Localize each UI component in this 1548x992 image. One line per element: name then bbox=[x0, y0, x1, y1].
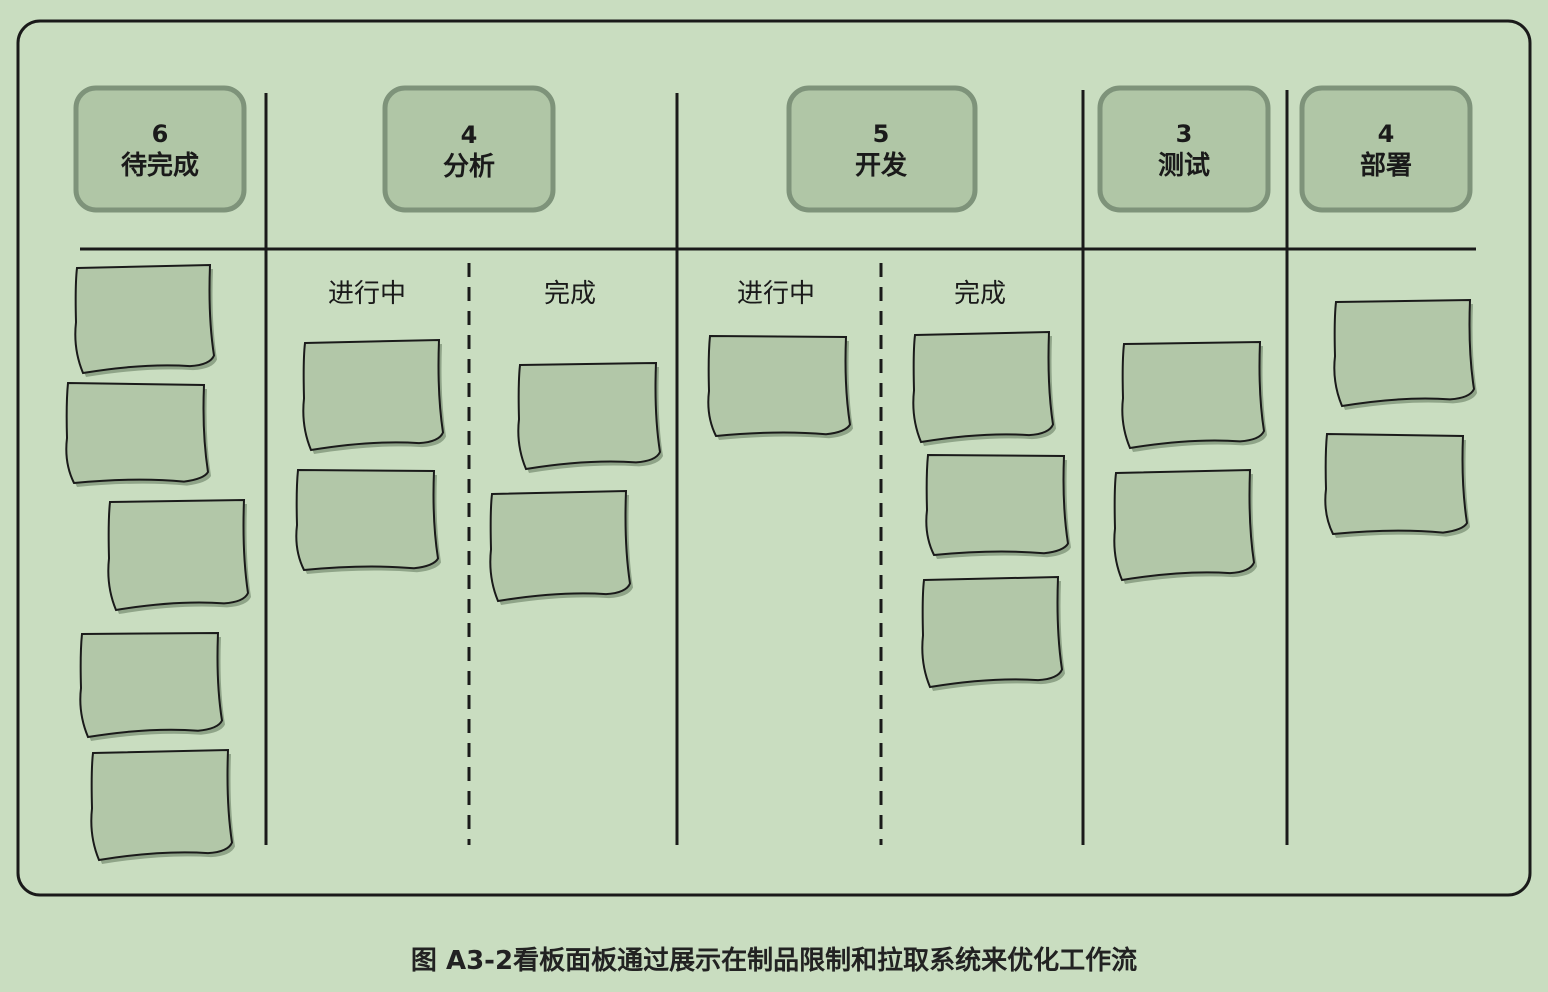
card-body bbox=[925, 453, 1070, 557]
sticky-card bbox=[107, 498, 251, 614]
card-body bbox=[912, 330, 1055, 444]
sticky-card bbox=[489, 489, 633, 605]
subcolumn-label-analysis-in-progress: 进行中 bbox=[328, 279, 406, 309]
sticky-card bbox=[1333, 298, 1477, 410]
card-body bbox=[1121, 340, 1266, 450]
wip-limit: 4 bbox=[461, 121, 478, 149]
subcolumn-label-dev-done: 完成 bbox=[954, 279, 1006, 309]
column-title: 分析 bbox=[443, 152, 495, 182]
column-header-backlog: 6 待完成 bbox=[73, 85, 247, 213]
column-title: 开发 bbox=[855, 150, 907, 181]
card-body bbox=[707, 334, 852, 438]
subcolumn-label-dev-in-progress: 进行中 bbox=[737, 279, 815, 309]
card-body bbox=[1333, 298, 1476, 408]
card-body bbox=[107, 498, 250, 612]
sticky-card bbox=[912, 330, 1056, 446]
board-frame bbox=[16, 19, 1532, 897]
sticky-card bbox=[921, 575, 1065, 691]
sticky-card bbox=[295, 468, 441, 574]
card-body bbox=[517, 361, 662, 471]
column-header-deployment: 4 部署 bbox=[1299, 85, 1473, 213]
card-body bbox=[302, 338, 445, 452]
column-title: 部署 bbox=[1360, 151, 1412, 181]
card-body bbox=[489, 489, 632, 603]
sticky-card bbox=[925, 453, 1071, 559]
figure-caption: 图 A3-2看板面板通过展示在制品限制和拉取系统来优化工作流 bbox=[410, 946, 1138, 976]
sticky-card bbox=[79, 631, 225, 741]
sticky-card bbox=[707, 334, 853, 440]
sticky-card bbox=[517, 361, 663, 473]
column-header-development: 5 开发 bbox=[786, 85, 978, 213]
subcolumn-label-analysis-done: 完成 bbox=[544, 279, 596, 309]
card-body bbox=[74, 263, 216, 375]
card-body bbox=[921, 575, 1064, 689]
sticky-cards bbox=[65, 263, 1477, 864]
sticky-card bbox=[1121, 340, 1267, 452]
wip-limit: 3 bbox=[1176, 120, 1193, 148]
card-body bbox=[295, 468, 440, 572]
wip-limit: 5 bbox=[873, 120, 890, 148]
column-header-analysis: 4 分析 bbox=[382, 85, 556, 213]
card-body bbox=[1324, 432, 1469, 536]
column-title: 测试 bbox=[1158, 151, 1210, 181]
column-title: 待完成 bbox=[121, 150, 199, 181]
sticky-card bbox=[1324, 432, 1470, 538]
card-body bbox=[1113, 468, 1256, 582]
sticky-card bbox=[1113, 468, 1257, 584]
card-body bbox=[90, 748, 234, 862]
wip-limit: 4 bbox=[1378, 120, 1395, 148]
card-body bbox=[65, 381, 210, 485]
sticky-card bbox=[65, 381, 211, 487]
sticky-card bbox=[74, 263, 217, 377]
column-header-testing: 3 测试 bbox=[1097, 85, 1271, 213]
sticky-card bbox=[302, 338, 446, 454]
sticky-card bbox=[90, 748, 235, 864]
wip-limit: 6 bbox=[152, 120, 169, 148]
card-body bbox=[79, 631, 224, 739]
